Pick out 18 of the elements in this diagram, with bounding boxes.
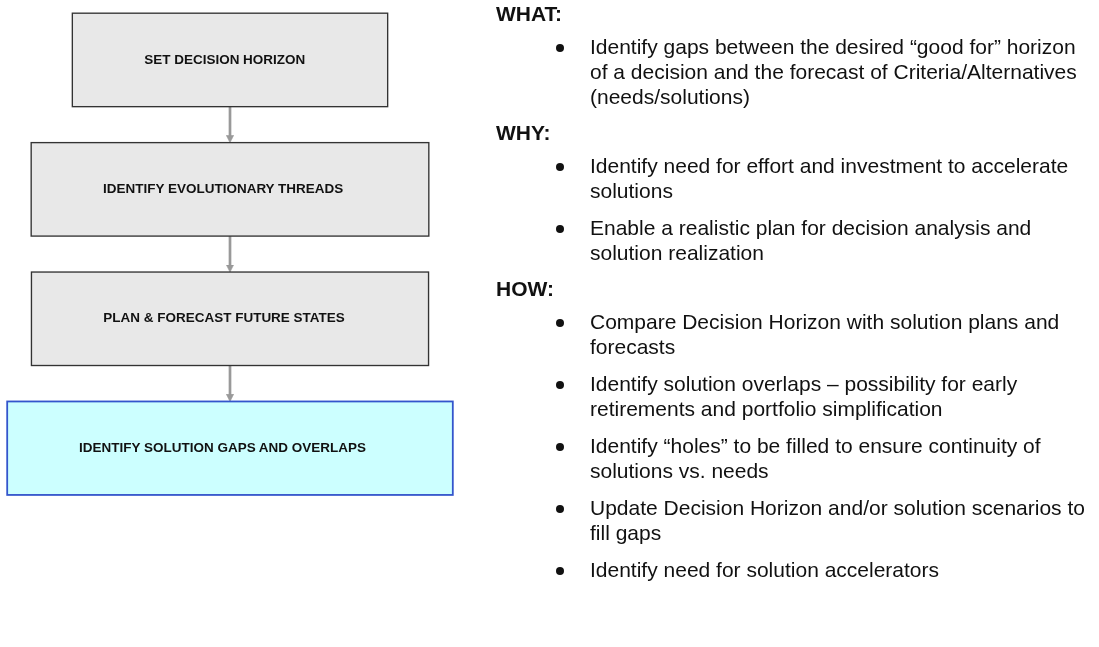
bullet-item: Update Decision Horizon and/or solution scenarios to fill gaps: [556, 495, 1091, 545]
node-box: PLAN & FORECAST FUTURE STATES: [30, 271, 430, 367]
bullet-item: Identify gaps between the desired “good for” horizon of a decision and the forecast of Criteria/Alternatives (needs/solutions): [556, 34, 1091, 109]
node-box: IDENTIFY SOLUTION GAPS AND OVERLAPS: [6, 400, 454, 496]
node-box: IDENTIFY EVOLUTIONARY THREADS: [30, 141, 430, 237]
bullet-item: Identify “holes” to be filled to ensure continuity of solutions vs. needs: [556, 433, 1091, 483]
bullet-item: Identify need for solution accelerators: [556, 557, 1091, 582]
arrow: [226, 365, 234, 402]
bullet-item: Identify solution overlaps – possibility for early retirements and portfolio simplification: [556, 371, 1091, 421]
arrow: [226, 106, 234, 143]
bullet-item: Compare Decision Horizon with solution plans and forecasts: [556, 309, 1091, 359]
bullet-item: Enable a realistic plan for decision analysis and solution realization: [556, 215, 1091, 265]
section-heading: WHAT:: [496, 2, 564, 26]
arrow: [226, 236, 234, 273]
section-heading: HOW:: [496, 277, 555, 301]
node-box: SET DECISION HORIZON: [71, 12, 389, 108]
section-heading: WHY:: [496, 121, 552, 145]
bullet-item: Identify need for effort and investment to accelerate solutions: [556, 153, 1091, 203]
